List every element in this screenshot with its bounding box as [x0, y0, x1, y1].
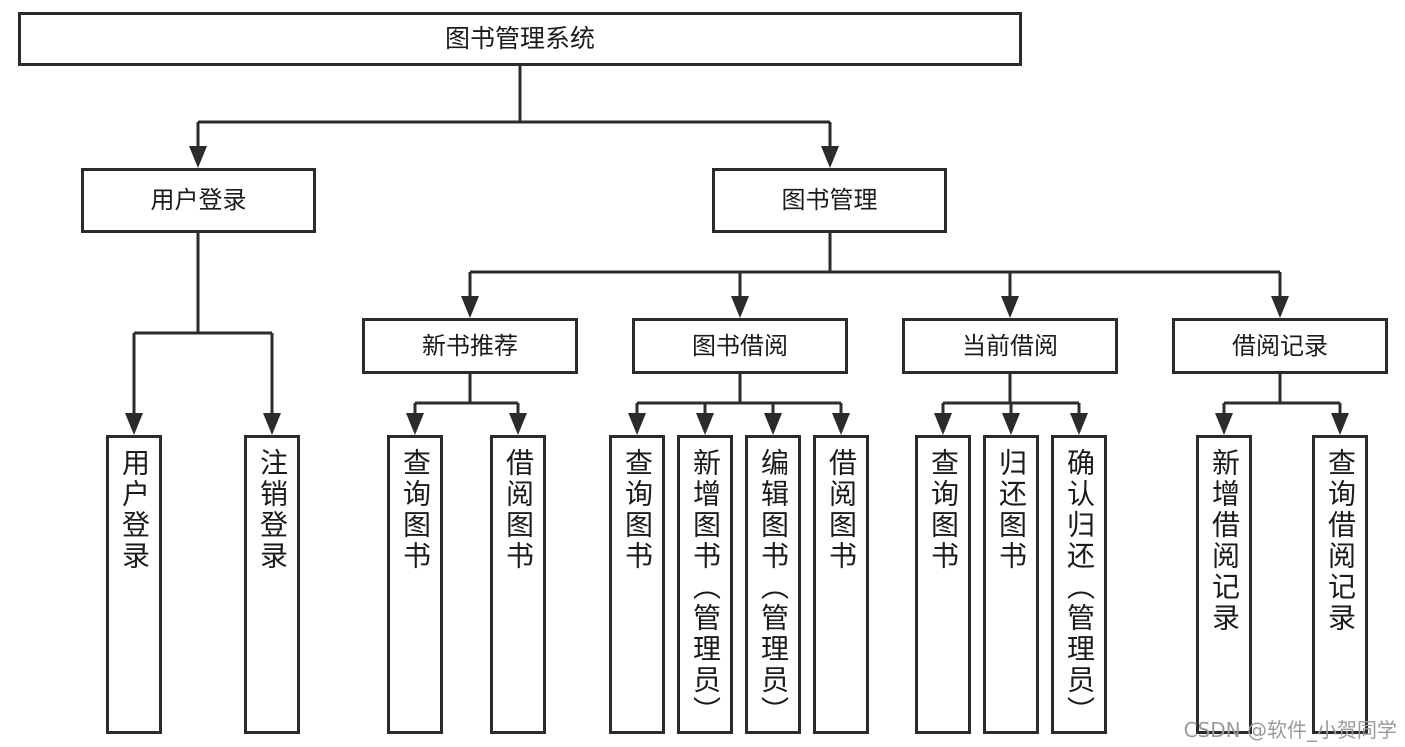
- node-root-label: 图书管理系统: [444, 24, 595, 54]
- node-book-management-label: 图书管理: [781, 186, 878, 215]
- arrow-root-to-user-login: [189, 146, 207, 168]
- leaf-user-login-login[interactable]: 用户登录: [106, 435, 162, 734]
- leaf-user-login-login-label: 用户登录: [118, 448, 151, 572]
- leaf-current-borrow-return[interactable]: 归还图书: [983, 435, 1039, 734]
- arrow-bookmgmt-c4: [1271, 296, 1289, 318]
- node-borrow-record-label: 借阅记录: [1232, 331, 1328, 360]
- arrow-borrow-l2: [696, 413, 714, 435]
- arrow-current-l1: [934, 413, 952, 435]
- node-current-borrow-label: 当前借阅: [962, 331, 1058, 360]
- leaf-user-login-logout[interactable]: 注销登录: [244, 435, 300, 734]
- leaf-new-book-query[interactable]: 查询图书: [387, 435, 443, 734]
- leaf-current-borrow-confirm-label: 确认归还（管理员）: [1063, 448, 1096, 727]
- node-book-management[interactable]: 图书管理: [712, 168, 947, 233]
- arrow-bookmgmt-c3: [1001, 296, 1019, 318]
- leaf-new-book-borrow-label: 借阅图书: [502, 448, 535, 572]
- arrow-borrow-l3: [764, 413, 782, 435]
- leaf-user-login-logout-label: 注销登录: [256, 448, 289, 572]
- arrow-root-to-book-mgmt: [821, 146, 839, 168]
- node-current-borrow[interactable]: 当前借阅: [902, 318, 1118, 374]
- leaf-book-borrow-edit-label: 编辑图书（管理员）: [757, 448, 790, 727]
- leaf-current-borrow-confirm[interactable]: 确认归还（管理员）: [1051, 435, 1107, 734]
- arrow-userlogin-l2: [263, 413, 281, 435]
- arrow-newbook-l2: [509, 413, 527, 435]
- leaf-book-borrow-add-label: 新增图书（管理员）: [689, 448, 722, 727]
- leaf-current-borrow-query-label: 查询图书: [927, 448, 960, 572]
- leaf-new-book-query-label: 查询图书: [399, 448, 432, 572]
- leaf-book-borrow-query-label: 查询图书: [621, 448, 654, 572]
- node-user-login-label: 用户登录: [150, 186, 247, 215]
- arrow-record-l2: [1331, 413, 1349, 435]
- node-book-borrow-label: 图书借阅: [692, 331, 788, 360]
- leaf-current-borrow-query[interactable]: 查询图书: [915, 435, 971, 734]
- leaf-book-borrow-edit[interactable]: 编辑图书（管理员）: [745, 435, 801, 734]
- arrow-bookmgmt-c2: [731, 296, 749, 318]
- leaf-borrow-record-query-label: 查询借阅记录: [1324, 448, 1357, 634]
- leaf-new-book-borrow[interactable]: 借阅图书: [490, 435, 546, 734]
- node-root[interactable]: 图书管理系统: [18, 12, 1022, 66]
- leaf-borrow-record-query[interactable]: 查询借阅记录: [1312, 435, 1368, 734]
- arrow-userlogin-l1: [125, 413, 143, 435]
- leaf-book-borrow-borrow[interactable]: 借阅图书: [813, 435, 869, 734]
- arrow-borrow-l4: [832, 413, 850, 435]
- node-new-book-recommend-label: 新书推荐: [422, 331, 518, 360]
- node-new-book-recommend[interactable]: 新书推荐: [362, 318, 578, 374]
- arrow-current-l3: [1070, 413, 1088, 435]
- leaf-borrow-record-add[interactable]: 新增借阅记录: [1196, 435, 1252, 734]
- node-book-borrow[interactable]: 图书借阅: [632, 318, 848, 374]
- leaf-book-borrow-query[interactable]: 查询图书: [609, 435, 665, 734]
- arrow-borrow-l1: [628, 413, 646, 435]
- node-borrow-record[interactable]: 借阅记录: [1172, 318, 1388, 374]
- arrow-record-l1: [1215, 413, 1233, 435]
- arrow-current-l2: [1002, 413, 1020, 435]
- leaf-book-borrow-borrow-label: 借阅图书: [825, 448, 858, 572]
- leaf-borrow-record-add-label: 新增借阅记录: [1208, 448, 1241, 634]
- arrow-newbook-l1: [406, 413, 424, 435]
- leaf-book-borrow-add[interactable]: 新增图书（管理员）: [677, 435, 733, 734]
- arrow-bookmgmt-c1: [461, 296, 479, 318]
- node-user-login[interactable]: 用户登录: [81, 168, 316, 233]
- leaf-current-borrow-return-label: 归还图书: [995, 448, 1028, 572]
